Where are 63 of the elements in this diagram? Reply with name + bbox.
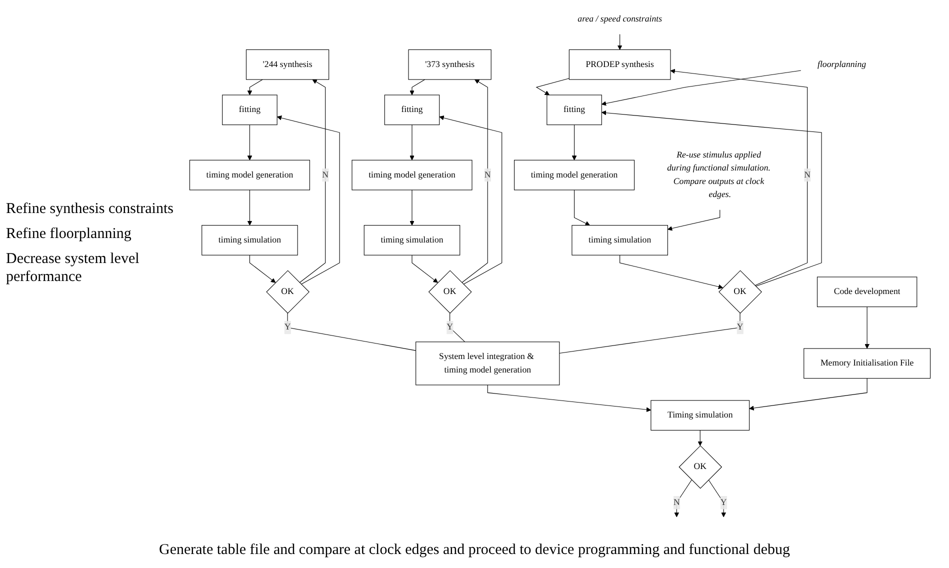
node-box: Code development [816, 276, 918, 308]
arrow [412, 254, 438, 283]
arrow [620, 254, 724, 290]
node-diamond: OK [428, 270, 472, 314]
edge-label: Y [284, 322, 291, 332]
node-diamond: OK [266, 270, 310, 314]
node-box: timing simulation [572, 225, 668, 256]
arrow [617, 34, 622, 50]
node-box: System level integration & timing model generation [416, 342, 560, 386]
arrow [864, 306, 870, 349]
arrow [601, 70, 802, 106]
edge-label: N [673, 498, 680, 508]
arrow [670, 68, 808, 286]
node-box: '244 synthesis [246, 49, 330, 80]
arrow [572, 124, 577, 160]
connector [559, 312, 740, 354]
arrow [249, 254, 276, 283]
node-box: fitting [222, 94, 278, 126]
arrow [487, 384, 652, 412]
arrow [536, 78, 570, 96]
edge-label: Y [736, 322, 744, 332]
arrow [601, 110, 822, 287]
node-box: fitting [546, 94, 602, 126]
node-diamond: OK [678, 445, 722, 489]
node-text: area / speed constraints [578, 14, 662, 24]
node-box: '373 synthesis [408, 49, 492, 80]
arrow [698, 430, 703, 446]
arrow [462, 79, 488, 283]
arrow [247, 79, 263, 96]
arrow [410, 124, 414, 160]
arrow [667, 210, 720, 231]
node-box: PRODEP synthesis [568, 49, 671, 80]
arrow [247, 190, 252, 226]
node-text: floorplanning [817, 60, 866, 70]
node-text: Re-use stimulus applied during functional simulation. Compare outputs at clock edges. [667, 150, 770, 200]
arrow [299, 79, 326, 283]
arrow [410, 190, 414, 226]
note-text: Generate table file and compare at clock edges and proceed to device programming and functional debug [158, 542, 791, 559]
arrow [439, 116, 502, 285]
arrow [276, 116, 340, 285]
arrow [410, 79, 426, 96]
node-box: timing simulation [364, 225, 460, 256]
arrow [247, 124, 252, 160]
node-diamond: OK [718, 270, 762, 314]
arrow [574, 190, 590, 226]
note-text: Decrease system level performance [6, 250, 140, 287]
node-box: timing model generation [514, 160, 635, 190]
edge-label: N [804, 170, 810, 180]
arrow [749, 378, 868, 410]
node-box: timing model generation [352, 160, 472, 190]
connector [287, 312, 416, 351]
node-box: timing model generation [189, 160, 310, 190]
edge-label: Y [446, 322, 454, 332]
note-text: Refine synthesis constraints [6, 200, 174, 219]
node-box: timing simulation [202, 225, 298, 256]
node-box: Memory Initialisation File [804, 348, 931, 379]
edge-label: N [322, 170, 329, 180]
connector [450, 312, 466, 342]
note-text: Refine floorplanning [6, 224, 132, 244]
edge-label: N [484, 170, 491, 180]
node-box: fitting [384, 94, 440, 126]
node-box: Timing simulation [650, 400, 750, 431]
edge-label: Y [720, 498, 727, 508]
